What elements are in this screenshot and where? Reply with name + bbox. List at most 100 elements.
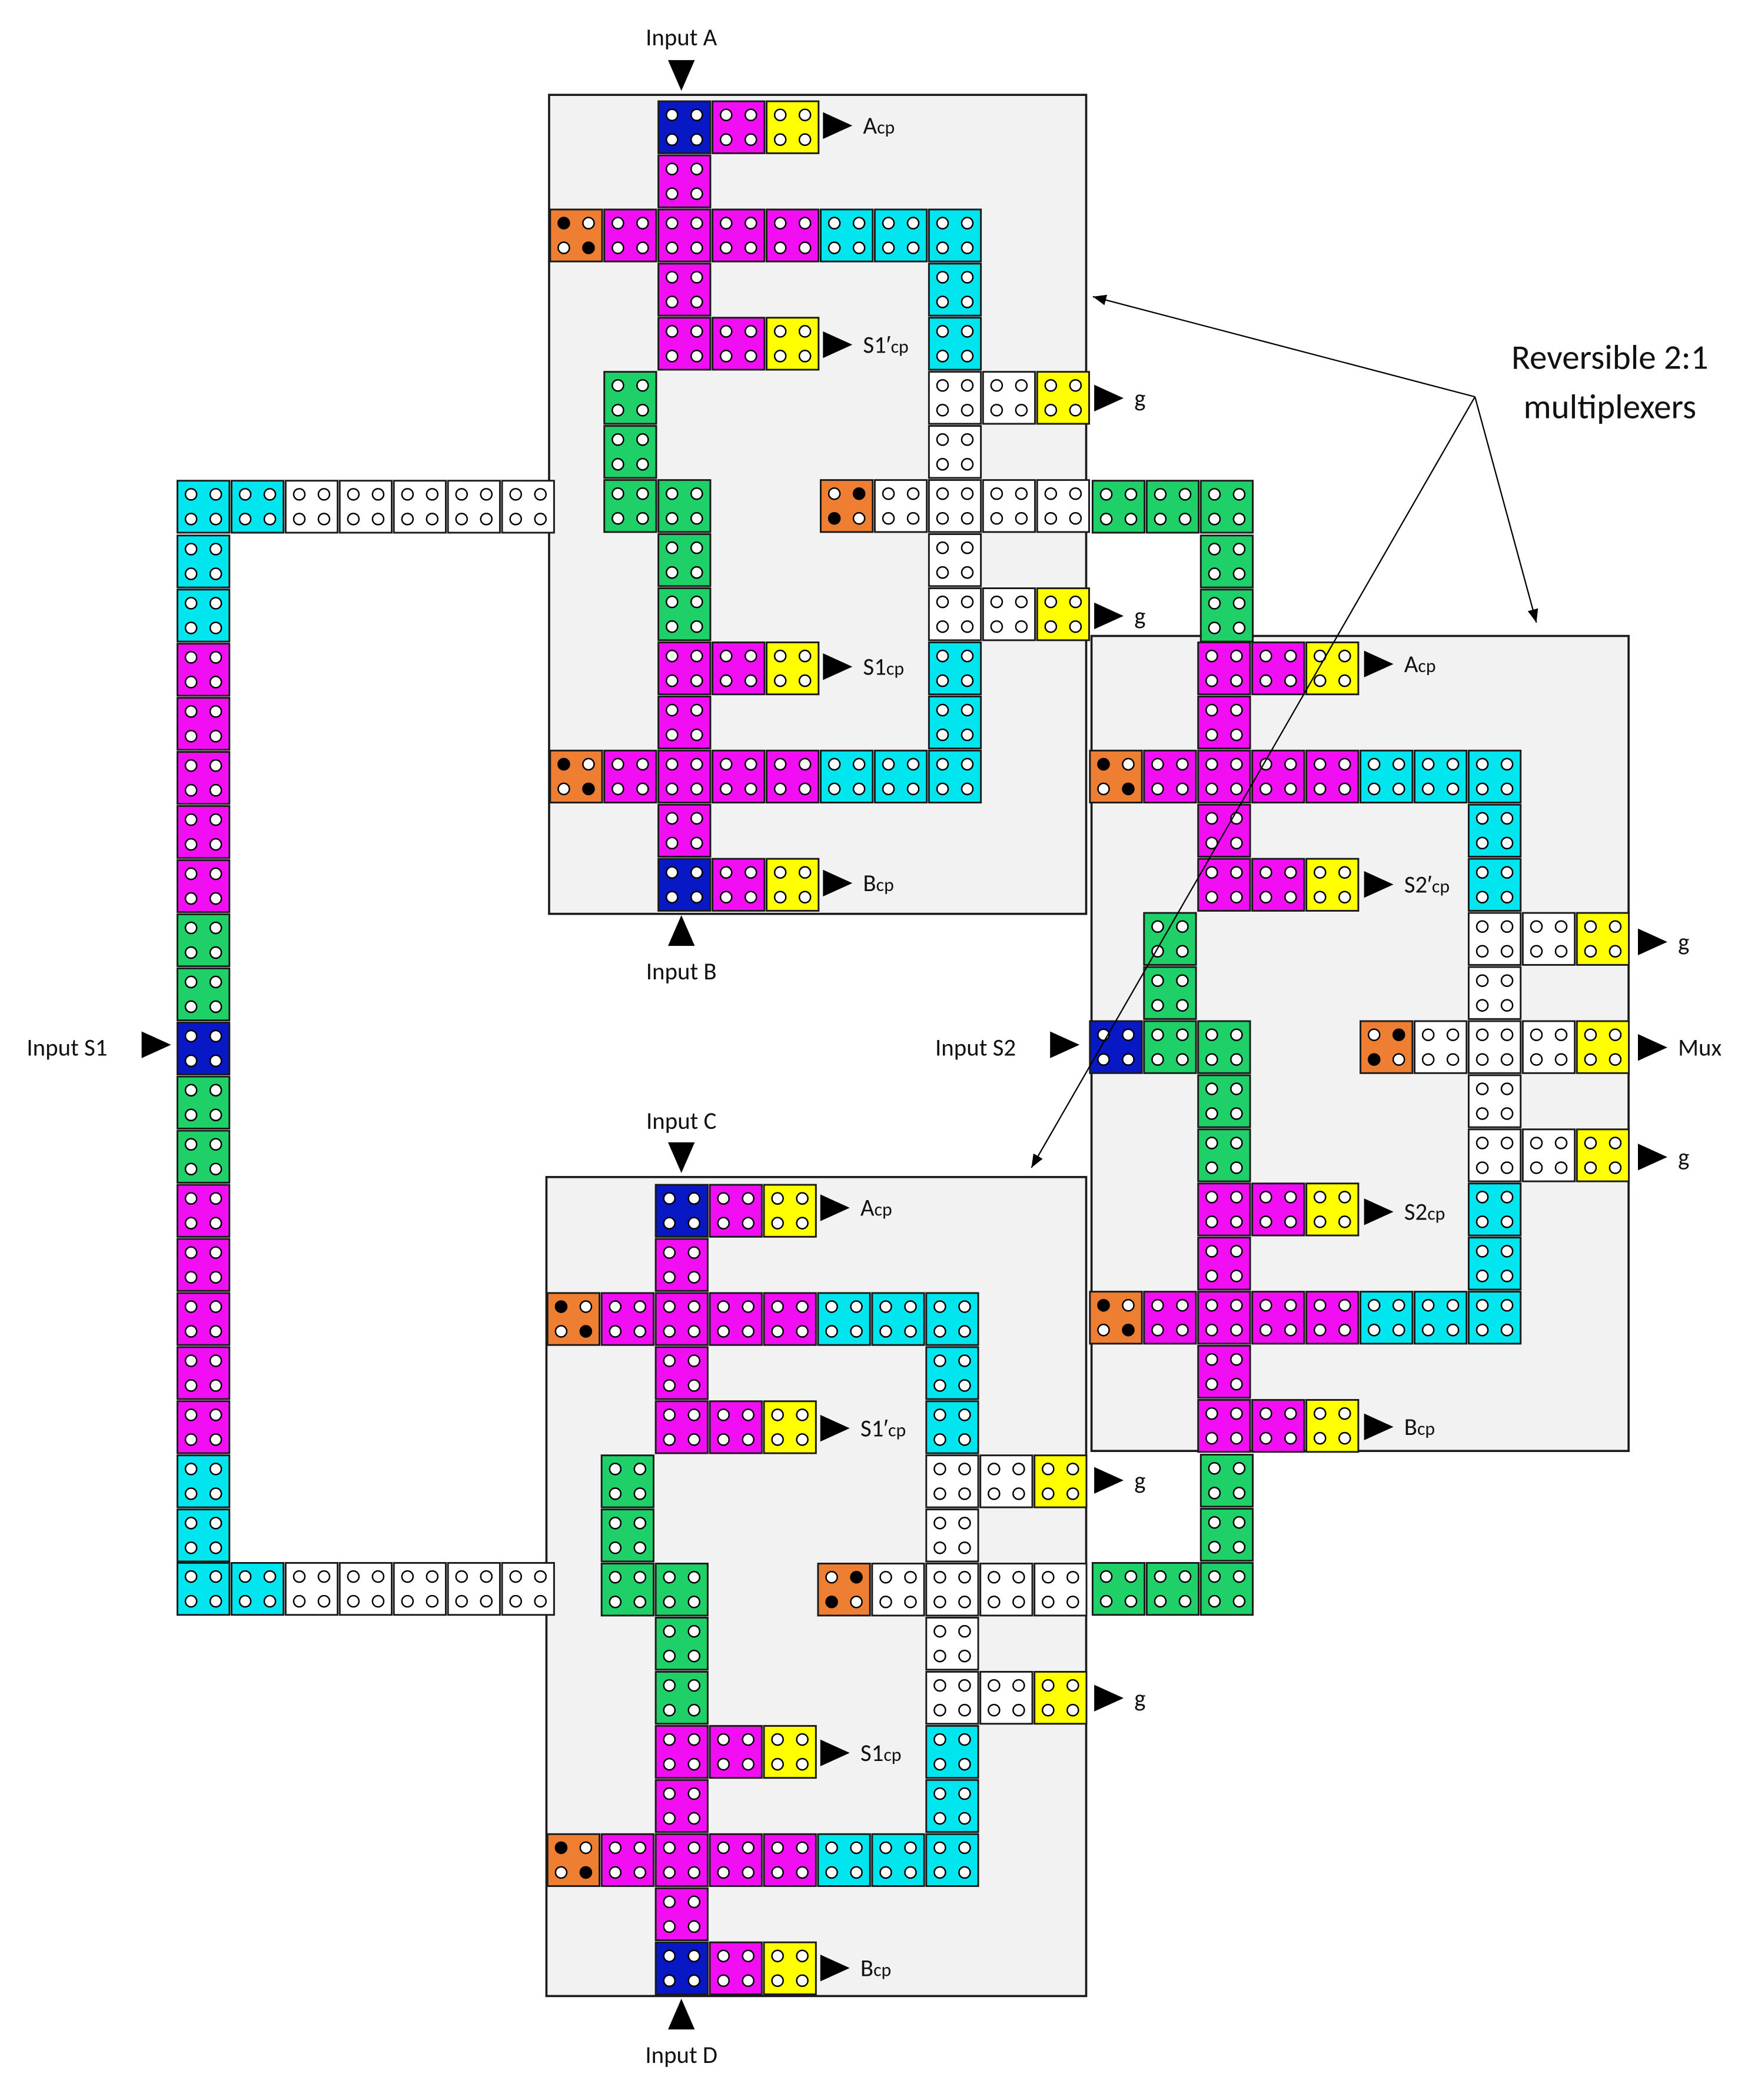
pebble-open-icon (1099, 1570, 1113, 1583)
pebble-open-icon (1421, 1324, 1435, 1337)
pebble-open-icon (687, 1595, 701, 1609)
s1-bus-brick-white (447, 480, 501, 534)
pebble-open-icon (1099, 1594, 1113, 1608)
title-line-1: Reversible 2:1 (1511, 336, 1709, 378)
pebble-open-icon (633, 1570, 647, 1584)
mux-top-brick-magenta (657, 317, 712, 371)
pebble-open-icon (1530, 1028, 1543, 1041)
pebble-open-icon (936, 350, 949, 363)
pebble-open-icon (1392, 1053, 1405, 1066)
pebble-open-icon (1097, 782, 1110, 796)
pebble-open-icon (988, 1487, 1001, 1500)
pebble-open-icon (687, 1408, 701, 1421)
pebble-open-icon (1284, 890, 1297, 904)
pebble-open-icon (1042, 1570, 1055, 1584)
pebble-open-icon (1151, 974, 1164, 987)
pebble-open-icon (990, 404, 1003, 417)
pebble-open-icon (936, 620, 949, 633)
pebble-open-icon (933, 1733, 946, 1746)
s1-bus-brick-green (176, 967, 231, 1022)
pebble-open-icon (1475, 945, 1489, 958)
pebble-open-icon (1500, 782, 1514, 796)
pebble-filled-icon (579, 1325, 593, 1338)
pebble-open-icon (744, 674, 757, 687)
pebble-open-icon (612, 379, 624, 392)
pebble-open-icon (961, 379, 974, 392)
pebble-open-icon (1208, 1516, 1221, 1529)
pebble-open-icon (796, 1217, 809, 1230)
pebble-open-icon (879, 1841, 892, 1855)
mux-right-brick-white (1467, 1128, 1522, 1182)
s1-bus-brick-magenta (176, 751, 231, 805)
pebble-open-icon (209, 759, 222, 772)
pebble-open-icon (1205, 728, 1218, 742)
pebble-open-icon (209, 892, 222, 905)
mux-top-brick-magenta (712, 208, 766, 262)
pebble-open-icon (636, 487, 649, 500)
pebble-open-icon (961, 458, 974, 471)
pebble-filled-icon (1122, 782, 1135, 796)
pebble-open-icon (666, 566, 679, 579)
pebble-open-icon (1066, 1487, 1079, 1500)
pebble-open-icon (744, 782, 757, 796)
pebble-open-icon (1338, 1407, 1351, 1420)
pebble-open-icon (663, 1408, 676, 1421)
pebble-open-icon (209, 676, 222, 689)
pebble-open-icon (209, 597, 222, 610)
pebble-open-icon (455, 1570, 468, 1583)
pebble-open-icon (1392, 1324, 1405, 1337)
s1-bus-brick-magenta (176, 1238, 231, 1292)
mux-top-brick-cyan (928, 641, 982, 696)
pebble-open-icon (633, 1487, 647, 1500)
pebble-open-icon (936, 404, 949, 417)
pebble-open-icon (687, 1325, 701, 1338)
pebble-open-icon (209, 1192, 222, 1205)
connector-brick-green (1199, 1508, 1254, 1562)
pebble-open-icon (717, 1841, 730, 1855)
pebble-open-icon (1313, 1215, 1327, 1228)
pebble-open-icon (579, 1841, 593, 1855)
pebble-open-icon (1208, 567, 1221, 580)
pebble-open-icon (882, 782, 895, 796)
pebble-open-icon (961, 325, 974, 338)
output-label: S1cp (860, 1738, 902, 1767)
pebble-open-icon (687, 1757, 701, 1771)
pebble-open-icon (612, 458, 624, 471)
mux-top-brick-green (603, 371, 657, 425)
pebble-open-icon (717, 1757, 730, 1771)
output-label-main: S1 (860, 1738, 883, 1767)
output-label: S1′cp (860, 1413, 906, 1443)
mux-right-brick-white (1467, 1020, 1522, 1074)
pebble-open-icon (936, 511, 949, 525)
mux-right-brick-white (1467, 1074, 1522, 1128)
mux-top-brick-white (928, 587, 982, 642)
mux-top-brick-white (873, 479, 928, 533)
pebble-open-icon (1554, 1137, 1568, 1149)
pebble-open-icon (534, 1570, 547, 1583)
pebble-open-icon (666, 541, 679, 554)
pebble-open-icon (317, 488, 331, 501)
pebble-open-icon (1232, 488, 1246, 501)
pebble-open-icon (347, 488, 360, 501)
pebble-open-icon (850, 1325, 863, 1338)
pebble-open-icon (1475, 1299, 1489, 1312)
mux-top-brick-magenta (712, 749, 766, 804)
mux-bottom-brick-cyan (925, 1400, 979, 1454)
pebble-open-icon (1151, 1053, 1164, 1066)
mux-top-brick-yellow (1036, 371, 1090, 425)
pebble-open-icon (1069, 487, 1082, 500)
pebble-open-icon (958, 1624, 971, 1638)
pebble-open-icon (690, 187, 703, 200)
pebble-open-icon (1367, 782, 1381, 796)
pebble-open-icon (263, 513, 277, 526)
pebble-open-icon (690, 866, 703, 879)
mux-bottom-brick-magenta (654, 1292, 709, 1346)
pebble-open-icon (1151, 1028, 1164, 1041)
input-s2-label: Input S2 (935, 1032, 1016, 1062)
pebble-open-icon (1500, 812, 1514, 825)
pebble-open-icon (209, 1054, 222, 1068)
pebble-open-icon (961, 271, 974, 284)
pebble-open-icon (933, 1679, 946, 1692)
pebble-open-icon (958, 1408, 971, 1421)
